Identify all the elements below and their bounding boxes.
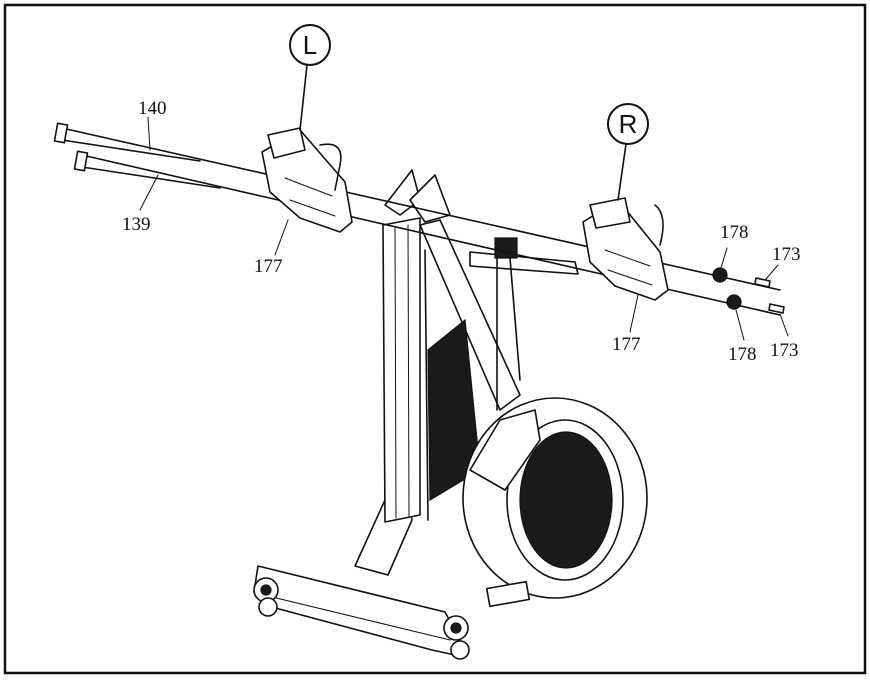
footrest-left bbox=[261, 127, 353, 233]
callout-right: R bbox=[607, 103, 649, 201]
part-labels: 140 139 177 177 178 178 173 173 bbox=[122, 98, 801, 365]
callout-left: L bbox=[289, 24, 331, 131]
bolt-173-top bbox=[754, 277, 771, 288]
diagram-border bbox=[3, 3, 867, 675]
label-140: 140 bbox=[138, 98, 167, 119]
flywheel-grille bbox=[519, 431, 613, 569]
label-177-left: 177 bbox=[254, 256, 283, 277]
upright-column bbox=[382, 217, 421, 523]
side-label-left: L bbox=[303, 30, 317, 60]
label-173-bottom: 173 bbox=[770, 340, 799, 361]
monorail bbox=[419, 219, 521, 411]
footrest-right bbox=[582, 197, 669, 301]
label-177-right: 177 bbox=[612, 334, 641, 355]
nut-178-top bbox=[712, 267, 728, 283]
label-178-top: 178 bbox=[720, 222, 749, 243]
side-label-right: R bbox=[619, 109, 638, 139]
label-173-top: 173 bbox=[772, 244, 801, 265]
hardware bbox=[712, 267, 785, 314]
bolt-173-bottom bbox=[768, 303, 785, 314]
label-139: 139 bbox=[122, 214, 151, 235]
rower-frame bbox=[253, 169, 648, 660]
label-178-bottom: 178 bbox=[728, 344, 757, 365]
nut-178-bottom bbox=[726, 294, 742, 310]
